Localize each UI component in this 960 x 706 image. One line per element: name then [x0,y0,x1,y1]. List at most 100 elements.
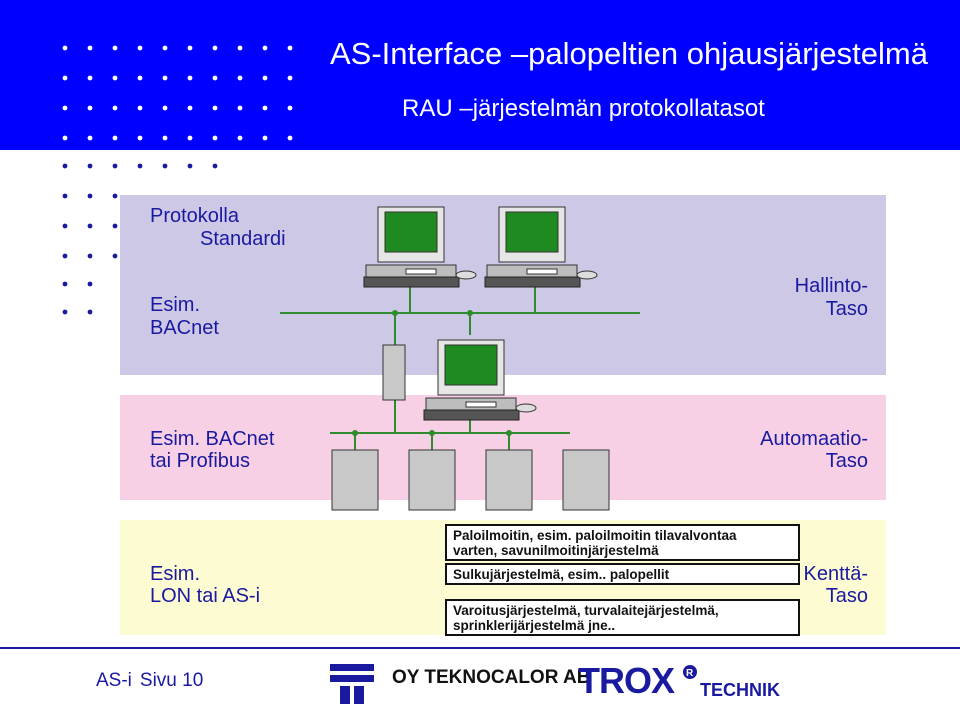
decor-dot [62,253,68,259]
decor-dot [87,309,93,315]
technik-logo-text: TECHNIK [700,680,780,700]
protocol-header: Protokolla [150,205,239,227]
workstation-2 [484,206,598,288]
decor-dot [137,75,143,81]
decor-dot [87,223,93,229]
decor-dot [87,75,93,81]
decor-dot [87,105,93,111]
decor-dot [262,75,268,81]
footer-page-label: AS-i Sivu 10 [96,670,203,692]
workstation-3 [423,339,537,421]
decor-dot [137,105,143,111]
decor-dot [62,135,68,141]
decor-dot [137,45,143,51]
decor-dot [62,75,68,81]
footer-label: AS-i [96,670,132,691]
automation-example-line1: Esim. BACnet [150,428,275,450]
page-subtitle: RAU –järjestelmän protokollatasot [402,95,765,122]
decor-dot [262,45,268,51]
teknocalor-logo-text: OY TEKNOCALOR AB [392,667,591,688]
page-title: AS-Interface –palopeltien ohjausjärjeste… [330,36,928,71]
decor-dot [212,75,218,81]
standard-header: Standardi [200,228,286,250]
decor-dot [162,105,168,111]
decor-dot [87,163,93,169]
decor-dot [212,135,218,141]
decor-dot [112,163,118,169]
field-level-name-line1: Kenttä- [803,563,868,585]
decor-dot [62,309,68,315]
decor-dot [287,105,293,111]
management-example-line2: BACnet [150,317,219,339]
decor-dot [162,135,168,141]
management-level-name-line1: Hallinto- [794,275,868,297]
decor-dot [237,105,243,111]
controller-4 [562,449,610,511]
fire-alarm-box: Paloilmoitin, esim. paloilmoitin tilaval… [445,524,800,561]
decor-dot [237,75,243,81]
decor-dot [187,163,193,169]
decor-dot [162,75,168,81]
decor-dot [112,253,118,259]
dot-pattern-lower [62,163,218,315]
automation-level-name-line1: Automaatio- [760,428,868,450]
decor-dot [87,135,93,141]
decor-dot [187,75,193,81]
controller-2 [408,449,456,511]
warning-system-box: Varoitusjärjestelmä, turvalaitejärjestel… [445,599,800,636]
trox-logo-text: TROX [578,660,675,701]
decor-dot [112,135,118,141]
controller-boxes [331,449,610,511]
decor-dot [112,45,118,51]
decor-dot [212,45,218,51]
decor-dot [62,45,68,51]
decor-dot [262,135,268,141]
automation-level-name-line2: Taso [825,450,868,472]
controller-1 [331,449,379,511]
controller-3 [485,449,533,511]
page-number: Sivu 10 [139,670,204,691]
decor-dot [137,163,143,169]
decor-dot [287,75,293,81]
decor-dot [112,223,118,229]
decor-dot [287,45,293,51]
workstation-1 [363,206,477,288]
decor-dot [62,193,68,199]
decor-dot [212,105,218,111]
teknocalor-logo-icon [330,664,374,704]
decor-dot [112,105,118,111]
decor-dot [87,281,93,287]
decor-dot [62,281,68,287]
field-level-name-line2: Taso [825,585,868,607]
decor-dot [237,45,243,51]
decor-dot [212,163,218,169]
gateway-device [382,344,406,401]
decor-dot [187,105,193,111]
registered-mark-icon [683,665,697,679]
header-banner [0,0,960,150]
decor-dot [62,163,68,169]
decor-dot [287,135,293,141]
decor-dot [87,253,93,259]
warning-system-line1: Varoitusjärjestelmä, turvalaitejärjestel… [453,603,719,618]
decor-dot [162,163,168,169]
decor-dot [262,105,268,111]
decor-dot [187,45,193,51]
decor-dot [87,45,93,51]
damper-system-box: Sulkujärjestelmä, esim.. palopellit [445,563,800,585]
decor-dot [137,135,143,141]
field-example-line2: LON tai AS-i [150,585,261,607]
field-example-line1: Esim. [150,563,200,585]
decor-dot [112,75,118,81]
decor-dot [62,223,68,229]
fire-alarm-line1: Paloilmoitin, esim. paloilmoitin tilaval… [453,528,737,543]
decor-dot [112,193,118,199]
svg-text:R: R [686,668,694,679]
warning-system-line2: sprinklerijärjestelmä jne.. [453,618,616,633]
decor-dot [62,105,68,111]
decor-dot [162,45,168,51]
management-example-line1: Esim. [150,294,200,316]
automation-example-line2: tai Profibus [150,450,251,472]
